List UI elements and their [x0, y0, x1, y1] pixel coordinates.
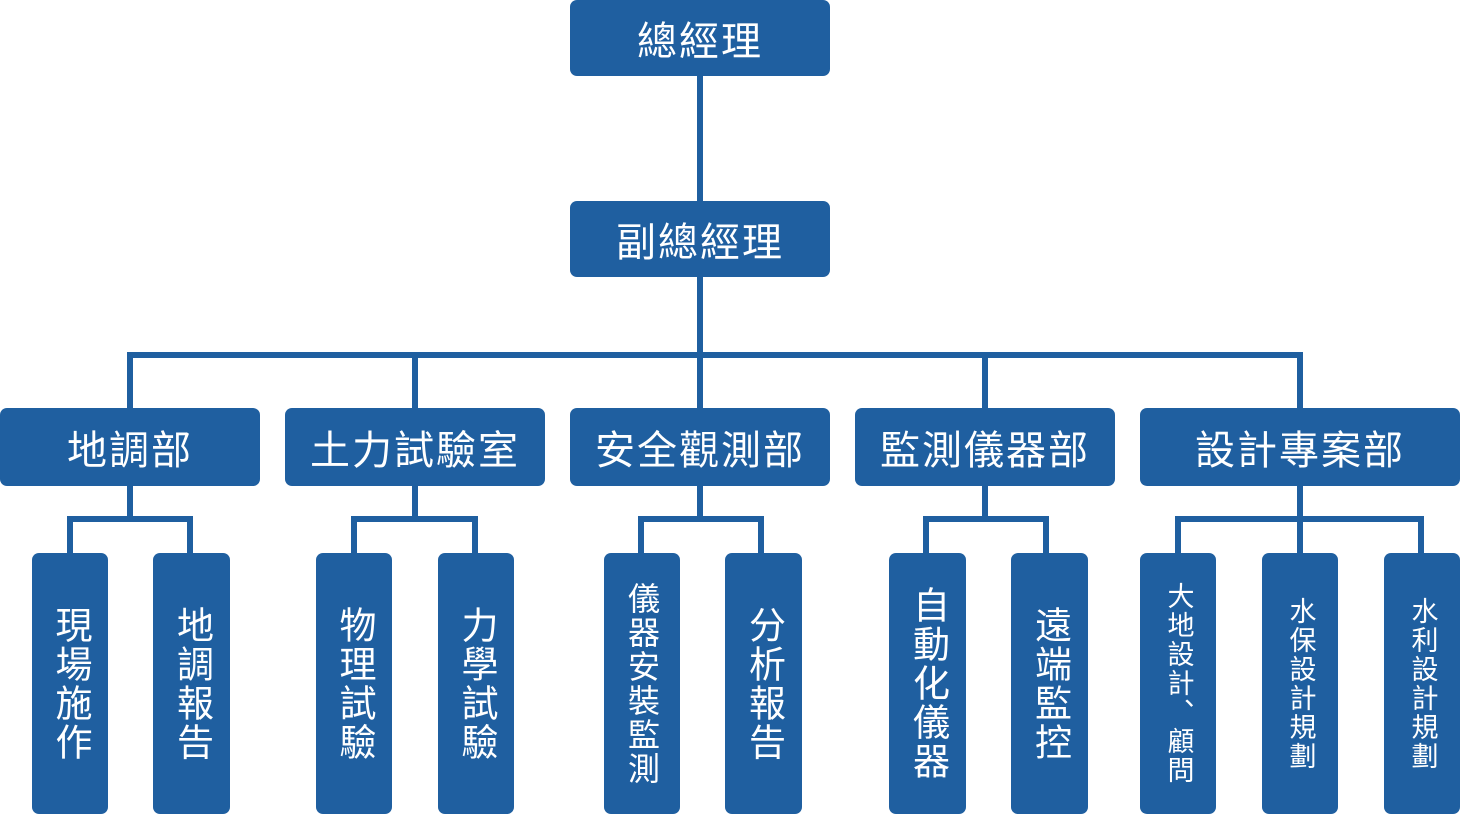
unit-box-4-1[interactable]: 自動化儀器 [889, 553, 966, 814]
connector-dept-1 [127, 352, 133, 410]
unit-box-3-2[interactable]: 分析報告 [725, 553, 802, 814]
connector-dept-2 [412, 352, 418, 410]
deputy-general-manager-label: 副總經理 [616, 220, 784, 266]
department-label: 安全觀測部 [595, 428, 805, 474]
unit-box-5-3[interactable]: 水利設計規劃 [1384, 553, 1460, 814]
unit-box-2-1[interactable]: 物理試驗 [316, 553, 392, 814]
department-label: 地調部 [67, 428, 193, 474]
department-box-1[interactable]: 地調部 [0, 408, 260, 486]
department-label: 監測儀器部 [880, 428, 1090, 474]
unit-label: 儀器安裝監測 [623, 581, 661, 786]
connector-dept-5-down [1297, 484, 1303, 520]
department-bus [127, 352, 1303, 358]
connector-dept-1-down [127, 484, 133, 520]
deputy-general-manager-box[interactable]: 副總經理 [570, 201, 830, 277]
connector-dept-4 [982, 352, 988, 410]
connector-dept-4-down [982, 484, 988, 520]
connector-dept-5 [1297, 352, 1303, 410]
unit-box-5-1[interactable]: 大地設計、顧問 [1140, 553, 1216, 814]
unit-label: 現場施作 [49, 605, 92, 762]
department-label: 設計專案部 [1195, 428, 1405, 474]
connector-unit-3-1 [638, 516, 644, 556]
connector-unit-2-2 [472, 516, 478, 556]
unit-box-4-2[interactable]: 遠端監控 [1011, 553, 1088, 814]
unit-box-3-1[interactable]: 儀器安裝監測 [604, 553, 680, 814]
connector-top-deputy [697, 74, 703, 204]
connector-dept-2-down [412, 484, 418, 520]
connector-dept-4-bar [923, 516, 1049, 522]
unit-box-1-2[interactable]: 地調報告 [153, 553, 230, 814]
connector-unit-5-1 [1175, 516, 1181, 556]
unit-label: 遠端監控 [1028, 605, 1072, 762]
department-box-2[interactable]: 土力試驗室 [285, 408, 545, 486]
connector-unit-1-1 [67, 516, 73, 556]
connector-unit-3-2 [758, 516, 764, 556]
connector-dept-3-down [697, 484, 703, 520]
connector-deputy-bus [697, 276, 703, 356]
unit-label: 地調報告 [170, 605, 214, 762]
connector-unit-2-1 [351, 516, 357, 556]
connector-unit-5-3 [1418, 516, 1424, 556]
unit-label: 物理試驗 [333, 605, 376, 762]
unit-label: 分析報告 [742, 605, 786, 762]
unit-box-5-2[interactable]: 水保設計規劃 [1262, 553, 1338, 814]
unit-label: 自動化儀器 [906, 586, 950, 781]
department-label: 土力試驗室 [310, 428, 520, 474]
connector-unit-4-2 [1043, 516, 1049, 556]
department-box-5[interactable]: 設計專案部 [1140, 408, 1460, 486]
unit-label: 水保設計規劃 [1284, 596, 1316, 771]
department-box-4[interactable]: 監測儀器部 [855, 408, 1115, 486]
connector-unit-1-2 [187, 516, 193, 556]
unit-label: 大地設計、顧問 [1162, 582, 1194, 785]
general-manager-label: 總經理 [637, 19, 763, 65]
connector-dept-2-bar [351, 516, 478, 522]
connector-dept-3-bar [638, 516, 764, 522]
connector-unit-4-1 [923, 516, 929, 556]
department-box-3[interactable]: 安全觀測部 [570, 408, 830, 486]
unit-label: 力學試驗 [455, 605, 498, 762]
unit-box-1-1[interactable]: 現場施作 [32, 553, 108, 814]
unit-label: 水利設計規劃 [1406, 596, 1438, 771]
connector-dept-3 [697, 352, 703, 410]
connector-unit-5-2 [1297, 516, 1303, 556]
connector-dept-1-bar [67, 516, 193, 522]
general-manager-box[interactable]: 總經理 [570, 0, 830, 76]
unit-box-2-2[interactable]: 力學試驗 [438, 553, 514, 814]
